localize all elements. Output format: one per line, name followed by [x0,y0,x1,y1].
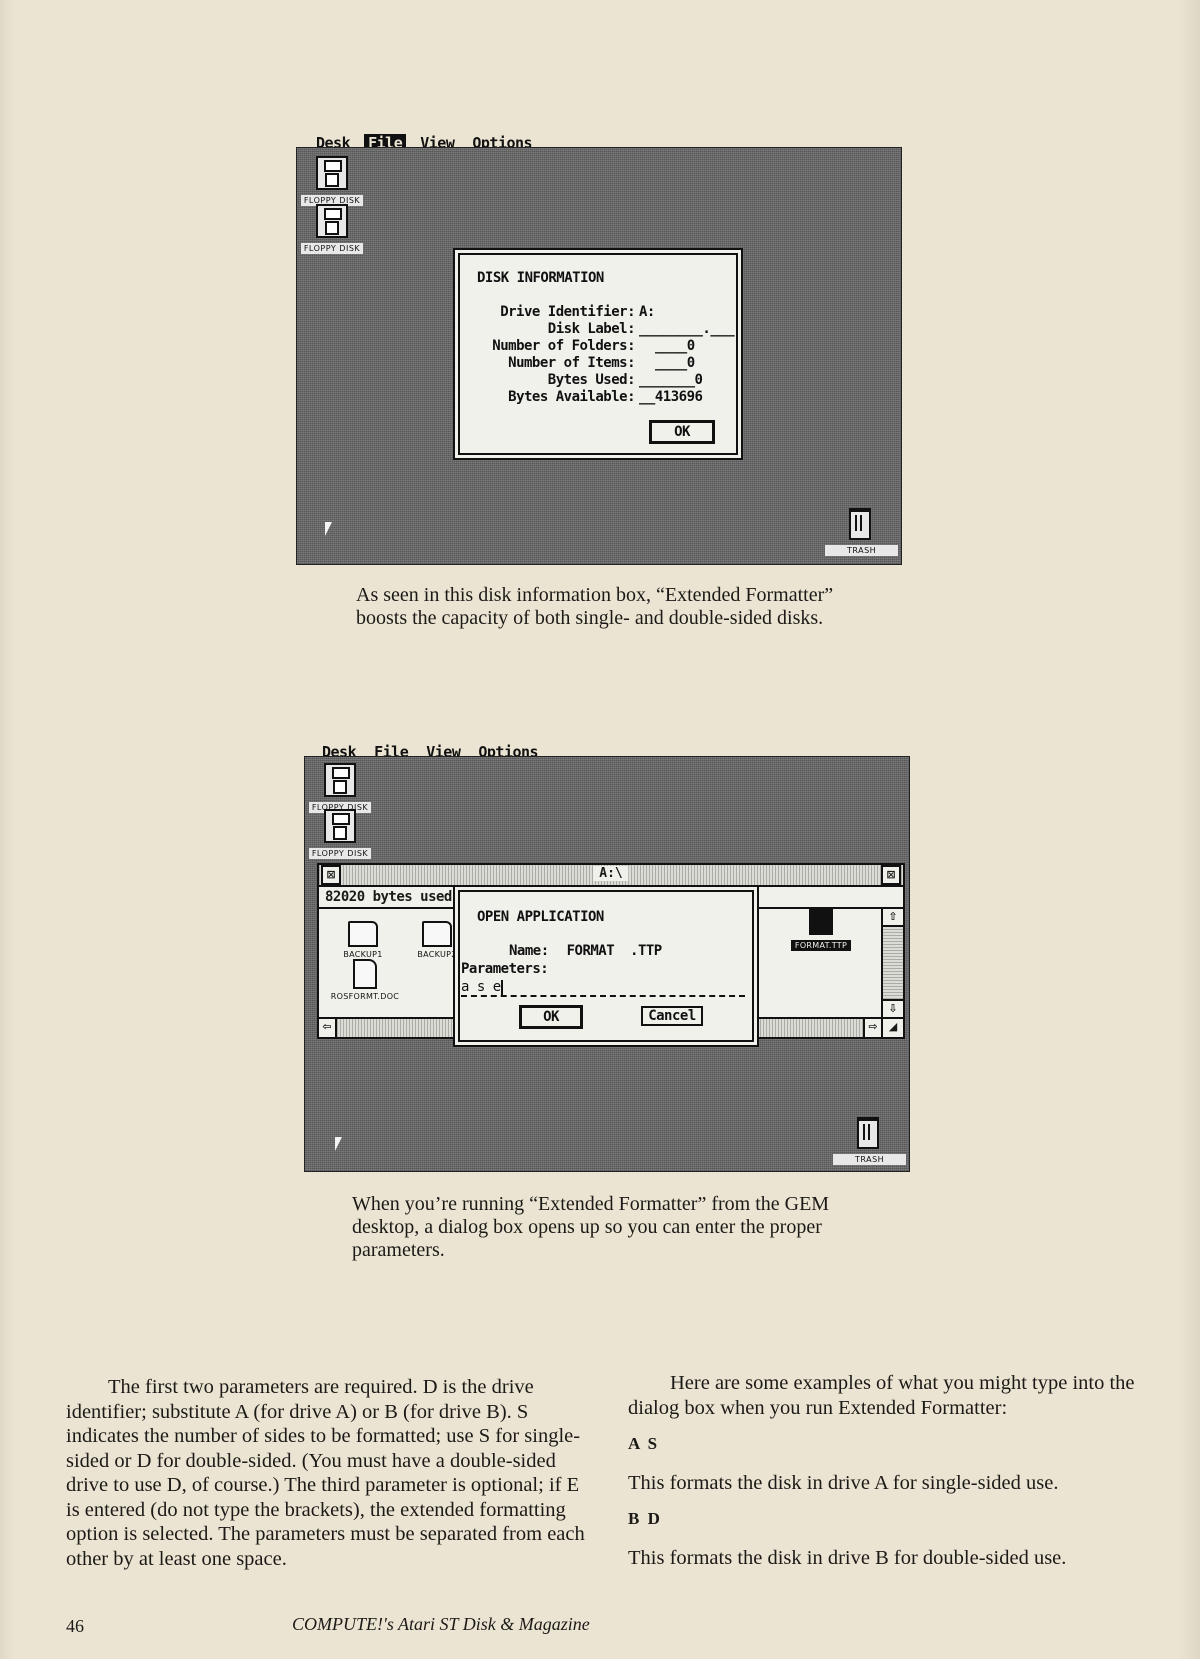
info-value: ____0 [655,355,695,371]
info-label: Bytes Available: [508,389,635,405]
examples-intro: Here are some examples of what you might… [628,1372,1135,1419]
info-label: Number of Items: [508,355,635,371]
name-row: Name: FORMAT .TTP [509,943,662,959]
info-value: _______0 [639,372,703,388]
cancel-button[interactable]: Cancel [641,1006,703,1026]
file-name: ROSFORMT.DOC [330,992,400,1001]
application-icon [809,909,833,935]
info-label: Bytes Used: [547,372,636,388]
example-input: B D [628,1509,662,1528]
trash-can[interactable]: TRASH [833,1117,907,1167]
scroll-up-icon[interactable]: ⇧ [883,909,903,927]
floppy-disk-icon [316,156,348,190]
body-paragraph: The first two parameters are required. D… [66,1376,585,1570]
file-item-selected[interactable]: FORMAT.TTP [783,909,859,953]
floppy-disk-a[interactable]: FLOPPY DISK [297,156,367,208]
close-box-icon[interactable]: ⊠ [321,865,341,885]
name-label: Name: [509,943,549,959]
ok-button[interactable]: OK [519,1005,583,1029]
parameters-value: a s e [461,979,501,995]
vertical-scrollbar[interactable]: ⇧ ⇩ [881,909,903,1017]
parameters-label: Parameters: [461,961,549,977]
file-item[interactable]: BACKUP1 [333,921,393,959]
mouse-pointer-icon [335,1137,342,1151]
right-column-text: Here are some examples of what you might… [628,1371,1148,1574]
dialog-title: OPEN APPLICATION [477,909,604,925]
disk-information-dialog: DISK INFORMATION Drive Identifier: A: Di… [453,248,743,460]
floppy-disk-icon [324,763,356,797]
parameters-input[interactable]: a s e [461,979,745,997]
publication-name: COMPUTE!'s Atari ST Disk & Magazine [292,1614,590,1634]
trash-label: TRASH [825,545,899,556]
open-application-dialog: OPEN APPLICATION Name: FORMAT .TTP Param… [453,885,759,1047]
example-description: This formats the disk in drive A for sin… [628,1471,1059,1494]
scroll-right-icon[interactable]: ⇨ [863,1019,883,1037]
example-input: A S [628,1434,660,1453]
example-description: This formats the disk in drive B for dou… [628,1546,1067,1569]
caption-open-application: When you’re running “Extended Formatter”… [352,1193,830,1261]
info-value: A: [639,304,655,320]
caption-disk-information: As seen in this disk information box, “E… [356,584,834,629]
desktop-screen-2: FLOPPY DISK FLOPPY DISK ⊠ A:\ ⊠ 82020 by… [304,756,910,1172]
text-cursor-icon [500,979,503,995]
dialog-title: DISK INFORMATION [477,270,604,286]
file-item[interactable]: BACKUP2 [407,921,467,959]
document-icon [353,959,377,989]
window-title-bar[interactable]: ⊠ A:\ ⊠ [319,865,903,887]
floppy-disk-label: FLOPPY DISK [308,848,372,859]
floppy-disk-b[interactable]: FLOPPY DISK [305,809,375,861]
folder-icon [422,921,452,947]
floppy-disk-label: FLOPPY DISK [300,243,364,254]
info-value: __413696 [639,389,703,405]
floppy-disk-label: FLOPPY DISK [308,802,372,813]
name-value: FORMAT .TTP [566,943,663,959]
window-title: A:\ [593,866,629,881]
mouse-pointer-icon [325,522,332,536]
info-label: Disk Label: [547,321,636,337]
trash-icon [849,508,871,540]
file-item[interactable]: ROSFORMT.DOC [325,959,405,1001]
scroll-down-icon[interactable]: ⇩ [883,999,903,1017]
trash-label: TRASH [833,1154,907,1165]
fuller-box-icon[interactable]: ⊠ [881,865,901,885]
info-value: ____0 [655,338,695,354]
size-box-icon[interactable]: ◢ [883,1019,903,1037]
scroll-left-icon[interactable]: ⇦ [319,1019,337,1037]
floppy-disk-label: FLOPPY DISK [300,195,364,206]
floppy-disk-icon [316,204,348,238]
file-name: FORMAT.TTP [790,940,852,951]
desktop-screen-1: FLOPPY DISK FLOPPY DISK DISK INFORMATION… [296,147,902,565]
floppy-disk-b[interactable]: FLOPPY DISK [297,204,367,256]
info-label: Number of Folders: [492,338,635,354]
floppy-disk-a[interactable]: FLOPPY DISK [305,763,375,815]
ok-button[interactable]: OK [649,420,715,444]
file-name: BACKUP1 [343,950,383,959]
info-label: Drive Identifier: [500,304,635,320]
info-value: ________.___ [639,321,735,337]
page-number: 46 [66,1616,84,1636]
file-name: BACKUP2 [417,950,457,959]
folder-icon [348,921,378,947]
left-column-text: The first two parameters are required. D… [66,1375,586,1571]
trash-icon [857,1117,879,1149]
trash-can[interactable]: TRASH [825,508,899,558]
floppy-disk-icon [324,809,356,843]
